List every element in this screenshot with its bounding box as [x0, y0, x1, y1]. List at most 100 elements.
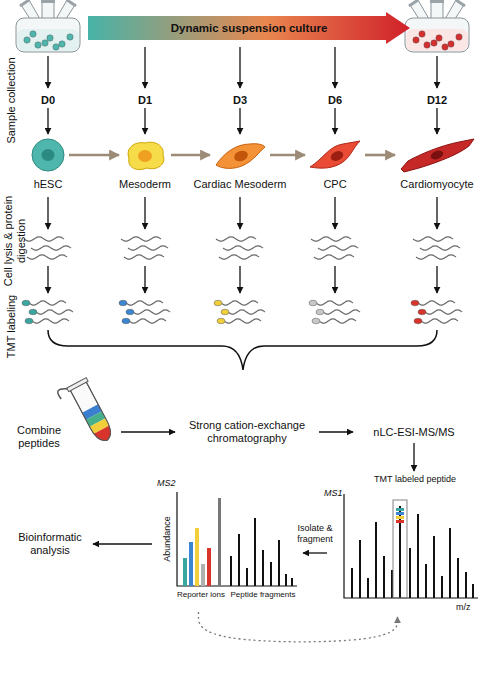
- cell-aggregate: [35, 42, 41, 48]
- tmt-tag: [122, 318, 130, 324]
- peak-bar: [375, 522, 377, 598]
- cell-stage: Cardiac Mesoderm: [214, 138, 266, 172]
- step-arrow: [47, 266, 48, 293]
- cell-stage: CPC: [309, 138, 361, 172]
- tmt-tag: [414, 318, 422, 324]
- peptide-strand: [323, 310, 360, 314]
- axis: [177, 492, 297, 586]
- reporter-ion-bar: [189, 542, 193, 586]
- cell-body: [216, 144, 265, 169]
- peptide-strand: [420, 246, 460, 250]
- cell-stage: Cardiomyocyte: [399, 138, 475, 172]
- ms2-spectrum: MS2AbundanceReporter ionsPeptide fragmen…: [155, 478, 300, 610]
- flow-arrow: [319, 431, 353, 432]
- node-text: Cardiomyocyte: [400, 178, 473, 191]
- step-arrow: [47, 197, 48, 229]
- peptide-strand: [124, 255, 164, 259]
- cell-aggregate: [419, 31, 425, 37]
- step-arrow: [334, 197, 335, 229]
- cell-body: [32, 139, 64, 171]
- peptide-strand: [24, 237, 64, 241]
- step-arrow: [436, 108, 437, 134]
- tmt-tag: [221, 309, 229, 315]
- step-arrows: [48, 47, 437, 293]
- step-arrow: [436, 266, 437, 293]
- day-label: D6: [315, 94, 355, 107]
- sample-tube: [57, 376, 118, 452]
- node-text: Abundance: [161, 509, 173, 569]
- cell-stage: hESC: [31, 138, 65, 172]
- peptide-strand: [36, 310, 73, 314]
- process-step: Combine peptides: [10, 378, 118, 452]
- fragment-bar: [238, 534, 240, 586]
- peptide-strand: [221, 301, 258, 305]
- reporter-ion-bar: [183, 558, 187, 586]
- peptide-strand: [316, 301, 353, 305]
- flask-cap: [456, 0, 465, 6]
- flow-arrow: [270, 154, 305, 157]
- fragment-bar: [246, 568, 248, 586]
- edge-label: Isolate & fragment: [287, 523, 343, 545]
- peptide-strand: [416, 255, 456, 259]
- node-text: Cardiac Mesoderm: [194, 178, 287, 191]
- peak-bar: [449, 528, 451, 598]
- peak-bar: [367, 578, 369, 598]
- flow-arrow: [93, 543, 152, 544]
- day-label: D3: [220, 94, 260, 107]
- fragment-bar: [254, 518, 256, 586]
- flask-medium: [17, 29, 79, 51]
- cell-aggregates: [413, 31, 462, 50]
- peptide-strand: [421, 319, 458, 323]
- flask-body: [405, 18, 469, 52]
- tmt-tag: [214, 300, 222, 306]
- node-text: nLC-ESI-MS/MS: [356, 424, 472, 440]
- tmt-signal: [396, 512, 404, 515]
- peak-bar: [441, 576, 443, 598]
- peptide-strand: [224, 319, 261, 323]
- node-text: hESC: [34, 178, 63, 191]
- cell-aggregate: [30, 31, 36, 37]
- peptide-strand: [129, 319, 166, 323]
- peptide-strand: [121, 237, 161, 241]
- cell-aggregate: [24, 37, 30, 43]
- node-text: MS2: [157, 478, 176, 489]
- node-text: Combine peptides: [10, 424, 68, 450]
- step-arrow: [334, 108, 335, 134]
- cell-aggregate: [436, 35, 442, 41]
- cell-body: [401, 139, 474, 172]
- node-text: MS1: [324, 488, 343, 499]
- tmt-tag: [316, 309, 324, 315]
- cell-aggregate: [456, 34, 462, 40]
- fragment-bar: [278, 540, 280, 586]
- node-text: CPC: [323, 178, 346, 191]
- peak-bar: [417, 514, 419, 598]
- cell-aggregate: [42, 40, 48, 46]
- peptide-strand: [311, 237, 351, 241]
- peptide-strand: [228, 310, 265, 314]
- peptide-strand: [425, 310, 462, 314]
- step-label: TMT labeling: [5, 286, 18, 366]
- flask-cap: [67, 0, 76, 6]
- peptide-strand: [413, 237, 453, 241]
- step-arrow: [144, 197, 145, 229]
- fragment-bar: [262, 550, 264, 586]
- flask-cap: [409, 0, 418, 6]
- tmt-tag: [418, 309, 426, 315]
- combine-bracket: [48, 330, 437, 370]
- ms1-spectrum: MS1TMT labeled peptidem/z: [330, 474, 480, 615]
- node-text: Mesoderm: [119, 178, 171, 191]
- peak-bar: [465, 572, 467, 598]
- tmt-tag: [309, 300, 317, 306]
- fragment-bar: [285, 574, 287, 586]
- peak-bar: [359, 540, 361, 598]
- cell-nucleus: [138, 150, 152, 162]
- cell-stage: Mesoderm: [123, 138, 167, 172]
- node-shape: [123, 138, 167, 172]
- flow-arrow: [303, 552, 327, 553]
- spinner-flask: [405, 0, 469, 52]
- cell-nucleus: [329, 149, 345, 163]
- node-text: Reporter ions: [173, 590, 229, 600]
- peak-bar: [425, 564, 427, 598]
